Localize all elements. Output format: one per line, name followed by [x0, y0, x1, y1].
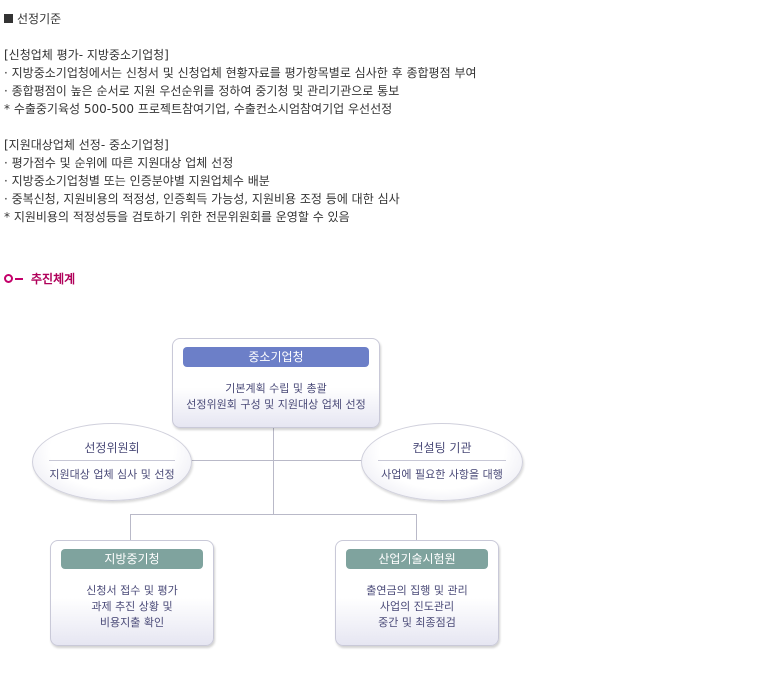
bottom-left-org-box: 지방중기청 신청서 접수 및 평가 과제 추진 상황 및 비용지출 확인 [50, 540, 214, 646]
square-bullet-icon [4, 14, 13, 23]
criteria-section: 선정기준 [신청업체 평가- 지방중소기업청] · 지방중소기업청에서는 신청서… [4, 10, 477, 226]
bottom-left-org-line: 비용지출 확인 [99, 616, 165, 629]
circle-dash-bullet-icon [4, 274, 23, 283]
connector-line [188, 460, 362, 461]
connector-line [130, 514, 131, 540]
bottom-right-org-box: 산업기술시험원 출연금의 집행 및 관리 사업의 진도관리 중간 및 최종점검 [335, 540, 499, 646]
top-org-title: 중소기업청 [183, 347, 369, 367]
bottom-left-org-line: 과제 추진 상황 및 [91, 600, 173, 613]
top-org-line: 기본계획 수립 및 총괄 [225, 382, 327, 395]
left-ellipse-body: 지원대상 업체 심사 및 선정 [49, 468, 175, 481]
bottom-right-org-line: 출연금의 집행 및 관리 [366, 584, 468, 597]
left-ellipse-committee: 선정위원회 지원대상 업체 심사 및 선정 [32, 423, 192, 501]
left-ellipse-title: 선정위원회 [84, 441, 140, 455]
connector-line [273, 426, 274, 514]
system-heading-text: 추진체계 [31, 272, 76, 286]
bottom-left-org-title: 지방중기청 [61, 549, 203, 569]
bottom-right-org-line: 중간 및 최종점검 [378, 616, 456, 629]
top-org-box: 중소기업청 기본계획 수립 및 총괄 선정위원회 구성 및 지원대상 업체 선정 [172, 338, 380, 428]
right-ellipse-body: 사업에 필요한 사항을 대행 [381, 468, 503, 481]
group1-note: * 수출중기육성 500-500 프로젝트참여기업, 수출컨소시엄참여기업 우선… [4, 102, 393, 116]
bottom-right-org-title: 산업기술시험원 [346, 549, 488, 569]
group1-item: · 종합평점이 높은 순서로 지원 우선순위를 정하여 중기청 및 관리기관으로… [4, 84, 400, 98]
bottom-right-org-line: 사업의 진도관리 [379, 600, 455, 613]
system-section-heading: 추진체계 [4, 270, 75, 287]
criteria-heading: 선정기준 [17, 12, 62, 26]
group1-title: [신청업체 평가- 지방중소기업청] [4, 48, 169, 62]
group2-title: [지원대상업체 선정- 중소기업청] [4, 138, 169, 152]
group2-item: · 중복신청, 지원비용의 적정성, 인증획득 가능성, 지원비용 조정 등에 … [4, 192, 400, 206]
group2-item: · 지방중소기업청별 또는 인증분야별 지원업체수 배분 [4, 174, 270, 188]
right-ellipse-consulting: 컨설팅 기관 사업에 필요한 사항을 대행 [361, 423, 523, 501]
group2-item: · 평가점수 및 순위에 따른 지원대상 업체 선정 [4, 156, 234, 170]
connector-line [416, 514, 417, 540]
criteria-heading-line: 선정기준 [4, 10, 477, 28]
top-org-line: 선정위원회 구성 및 지원대상 업체 선정 [186, 398, 366, 411]
connector-line [130, 514, 417, 515]
group1-item: · 지방중소기업청에서는 신청서 및 신청업체 현황자료를 평가항목별로 심사한… [4, 66, 477, 80]
group2-note: * 지원비용의 적정성등을 검토하기 위한 전문위원회를 운영할 수 있음 [4, 210, 350, 224]
right-ellipse-title: 컨설팅 기관 [412, 441, 472, 455]
bottom-left-org-line: 신청서 접수 및 평가 [86, 584, 178, 597]
